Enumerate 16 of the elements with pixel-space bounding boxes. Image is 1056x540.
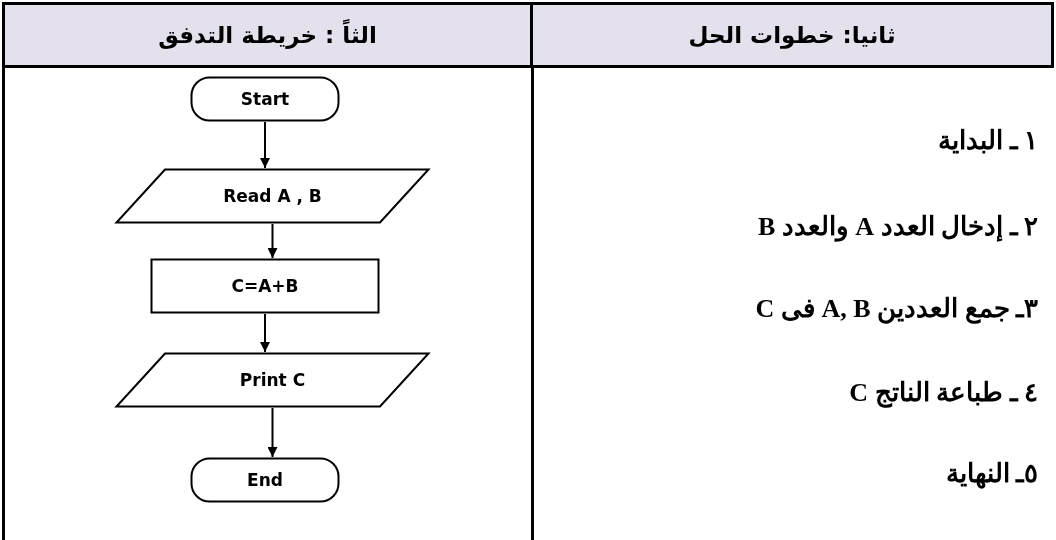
step-text: ٤ ـ طباعة الناتج C xyxy=(849,377,1038,408)
input-parallelogram: Read A , B xyxy=(115,168,430,224)
step-text: ٥ـ النهاية xyxy=(945,458,1038,489)
arrow xyxy=(260,313,270,353)
terminal-box: Start xyxy=(190,76,340,122)
output-parallelogram: Print C xyxy=(115,352,430,408)
step-text: ٣ـ جمع العددين A, B فى C xyxy=(755,293,1038,324)
column-header: الثاً : خريطة التدفق xyxy=(2,2,533,68)
step-text: ٢ ـ إدخال العدد A والعدد B xyxy=(757,211,1038,242)
terminal-box: End xyxy=(190,457,340,503)
step-text: ١ ـ البداية xyxy=(938,125,1038,156)
column-header: ثانيا: خطوات الحل xyxy=(530,2,1054,68)
arrow xyxy=(267,407,278,458)
arrow xyxy=(267,223,278,259)
process-box: C=A+B xyxy=(150,258,380,314)
arrow xyxy=(260,121,270,169)
